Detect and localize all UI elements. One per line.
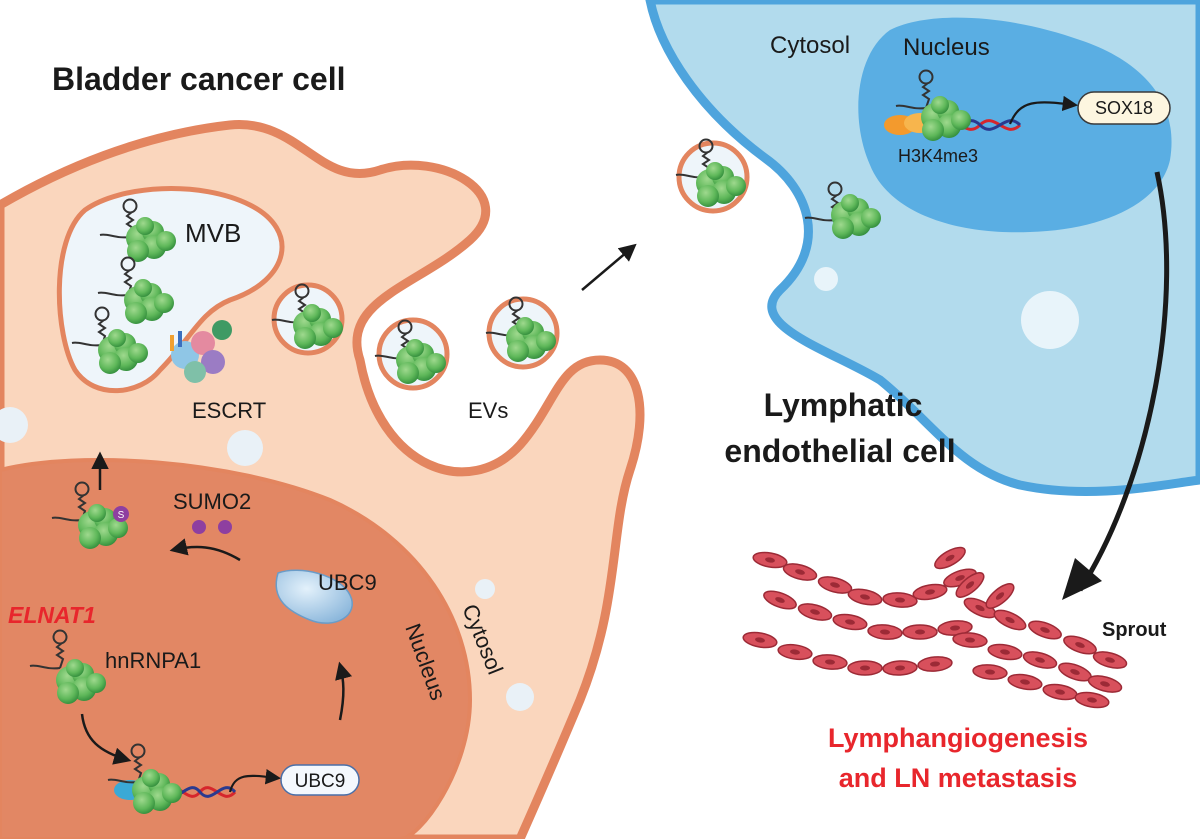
ev-vesicle [374, 317, 450, 391]
outcome-line2: and LN metastasis [839, 763, 1078, 793]
transcription-arrow [228, 769, 282, 793]
sprout-cell [881, 590, 919, 610]
sprout-label: Sprout [1102, 619, 1167, 641]
cancer-nucleus [0, 458, 473, 839]
lec-title-line2: endothelial cell [724, 433, 955, 469]
induction-arrowhead [1062, 558, 1102, 600]
budding-vesicle [271, 282, 345, 356]
escrt-label: ESCRT [192, 398, 266, 423]
sprout-cell [1006, 671, 1044, 693]
ubc9-protein-label: UBC9 [318, 570, 377, 595]
lec-nucleus [858, 17, 1172, 233]
sprout-cell [751, 549, 789, 571]
induction-arrow [1077, 171, 1170, 592]
sprout-cell [986, 641, 1024, 663]
ubc9-protein-icon [275, 569, 353, 624]
lec-vesicle [814, 267, 838, 291]
escrt-complex-icon [170, 320, 232, 383]
outcome-line1: Lymphangiogenesis [828, 723, 1088, 753]
sprout-cell [1025, 616, 1065, 644]
transfer-arrow [581, 243, 637, 291]
cytosol-vesicle [475, 579, 495, 599]
lymphatic-sprout [741, 542, 1129, 711]
sprout-cell [831, 611, 869, 633]
sprout-cell [916, 654, 954, 674]
sprout-cell [1086, 672, 1124, 696]
h3k4me3-label: H3K4me3 [898, 146, 978, 166]
sprout-cell [781, 560, 819, 584]
sumo2-molecules-icon [192, 520, 232, 534]
sprout-cell [816, 573, 854, 597]
ev-uptake [675, 138, 750, 214]
sprout-cell [981, 578, 1019, 614]
sprout-cell [776, 641, 814, 663]
lec-vesicle [1021, 291, 1079, 349]
sox18-activation-arrow [1008, 95, 1079, 125]
evs-label: EVs [468, 398, 508, 423]
ubc9-dna-icon [107, 743, 237, 814]
sprout-cell [881, 659, 919, 677]
sprout-cell [1091, 648, 1129, 672]
sprout-cell [931, 542, 969, 574]
sprout-cell [866, 622, 904, 642]
sprout-cell [741, 629, 779, 651]
sprout-cell [796, 600, 834, 624]
lec-title-line1: Lymphatic [764, 387, 923, 423]
sprout-cell [971, 662, 1009, 682]
sprout-cell [1021, 648, 1059, 672]
lec-cytosol-label: Cytosol [770, 32, 850, 59]
sprout-cell [847, 660, 883, 676]
sox18-label: SOX18 [1095, 98, 1153, 118]
bladder-cancer-cell: MVB ESCRT [0, 61, 645, 839]
cytosol-vesicle [227, 430, 263, 466]
sprout-cell [846, 585, 884, 609]
translation-arrow [335, 661, 353, 721]
ubc9-gene-badge [280, 764, 360, 796]
elnat1-label: ELNAT1 [8, 602, 96, 628]
cytosol-vesicle [506, 683, 534, 711]
sprout-cell [1073, 689, 1111, 711]
sumo-badge-text: S [118, 510, 125, 521]
title: Bladder cancer cell [52, 61, 345, 97]
sumo2-label: SUMO2 [173, 489, 251, 514]
sox18-badge [1077, 91, 1171, 125]
sumoylation-arrow [169, 538, 241, 562]
lec-nucleus-label: Nucleus [903, 34, 990, 61]
lymphatic-endothelial-cell: Cytosol Nucleus H3K4me3 SOX18 Lymphatic … [645, 0, 1200, 496]
sprout-cell [911, 581, 949, 603]
hnrnpa1-label: hnRNPA1 [105, 648, 201, 673]
sprout-cell [902, 624, 938, 640]
cytosol-vesicle [0, 407, 28, 443]
ev-vesicle [485, 296, 560, 370]
sprout-cell [760, 586, 800, 614]
mvb-label: MVB [185, 218, 241, 248]
sprout-cell [990, 605, 1030, 635]
sprout-cell [1060, 631, 1100, 659]
binding-arrow [80, 713, 132, 765]
sprout-cell [1041, 681, 1079, 703]
sprout-cell [951, 630, 989, 650]
ubc9-gene-label: UBC9 [295, 771, 346, 792]
sumoylated-complex-icon: S [51, 481, 129, 549]
sprout-cell [811, 652, 849, 672]
